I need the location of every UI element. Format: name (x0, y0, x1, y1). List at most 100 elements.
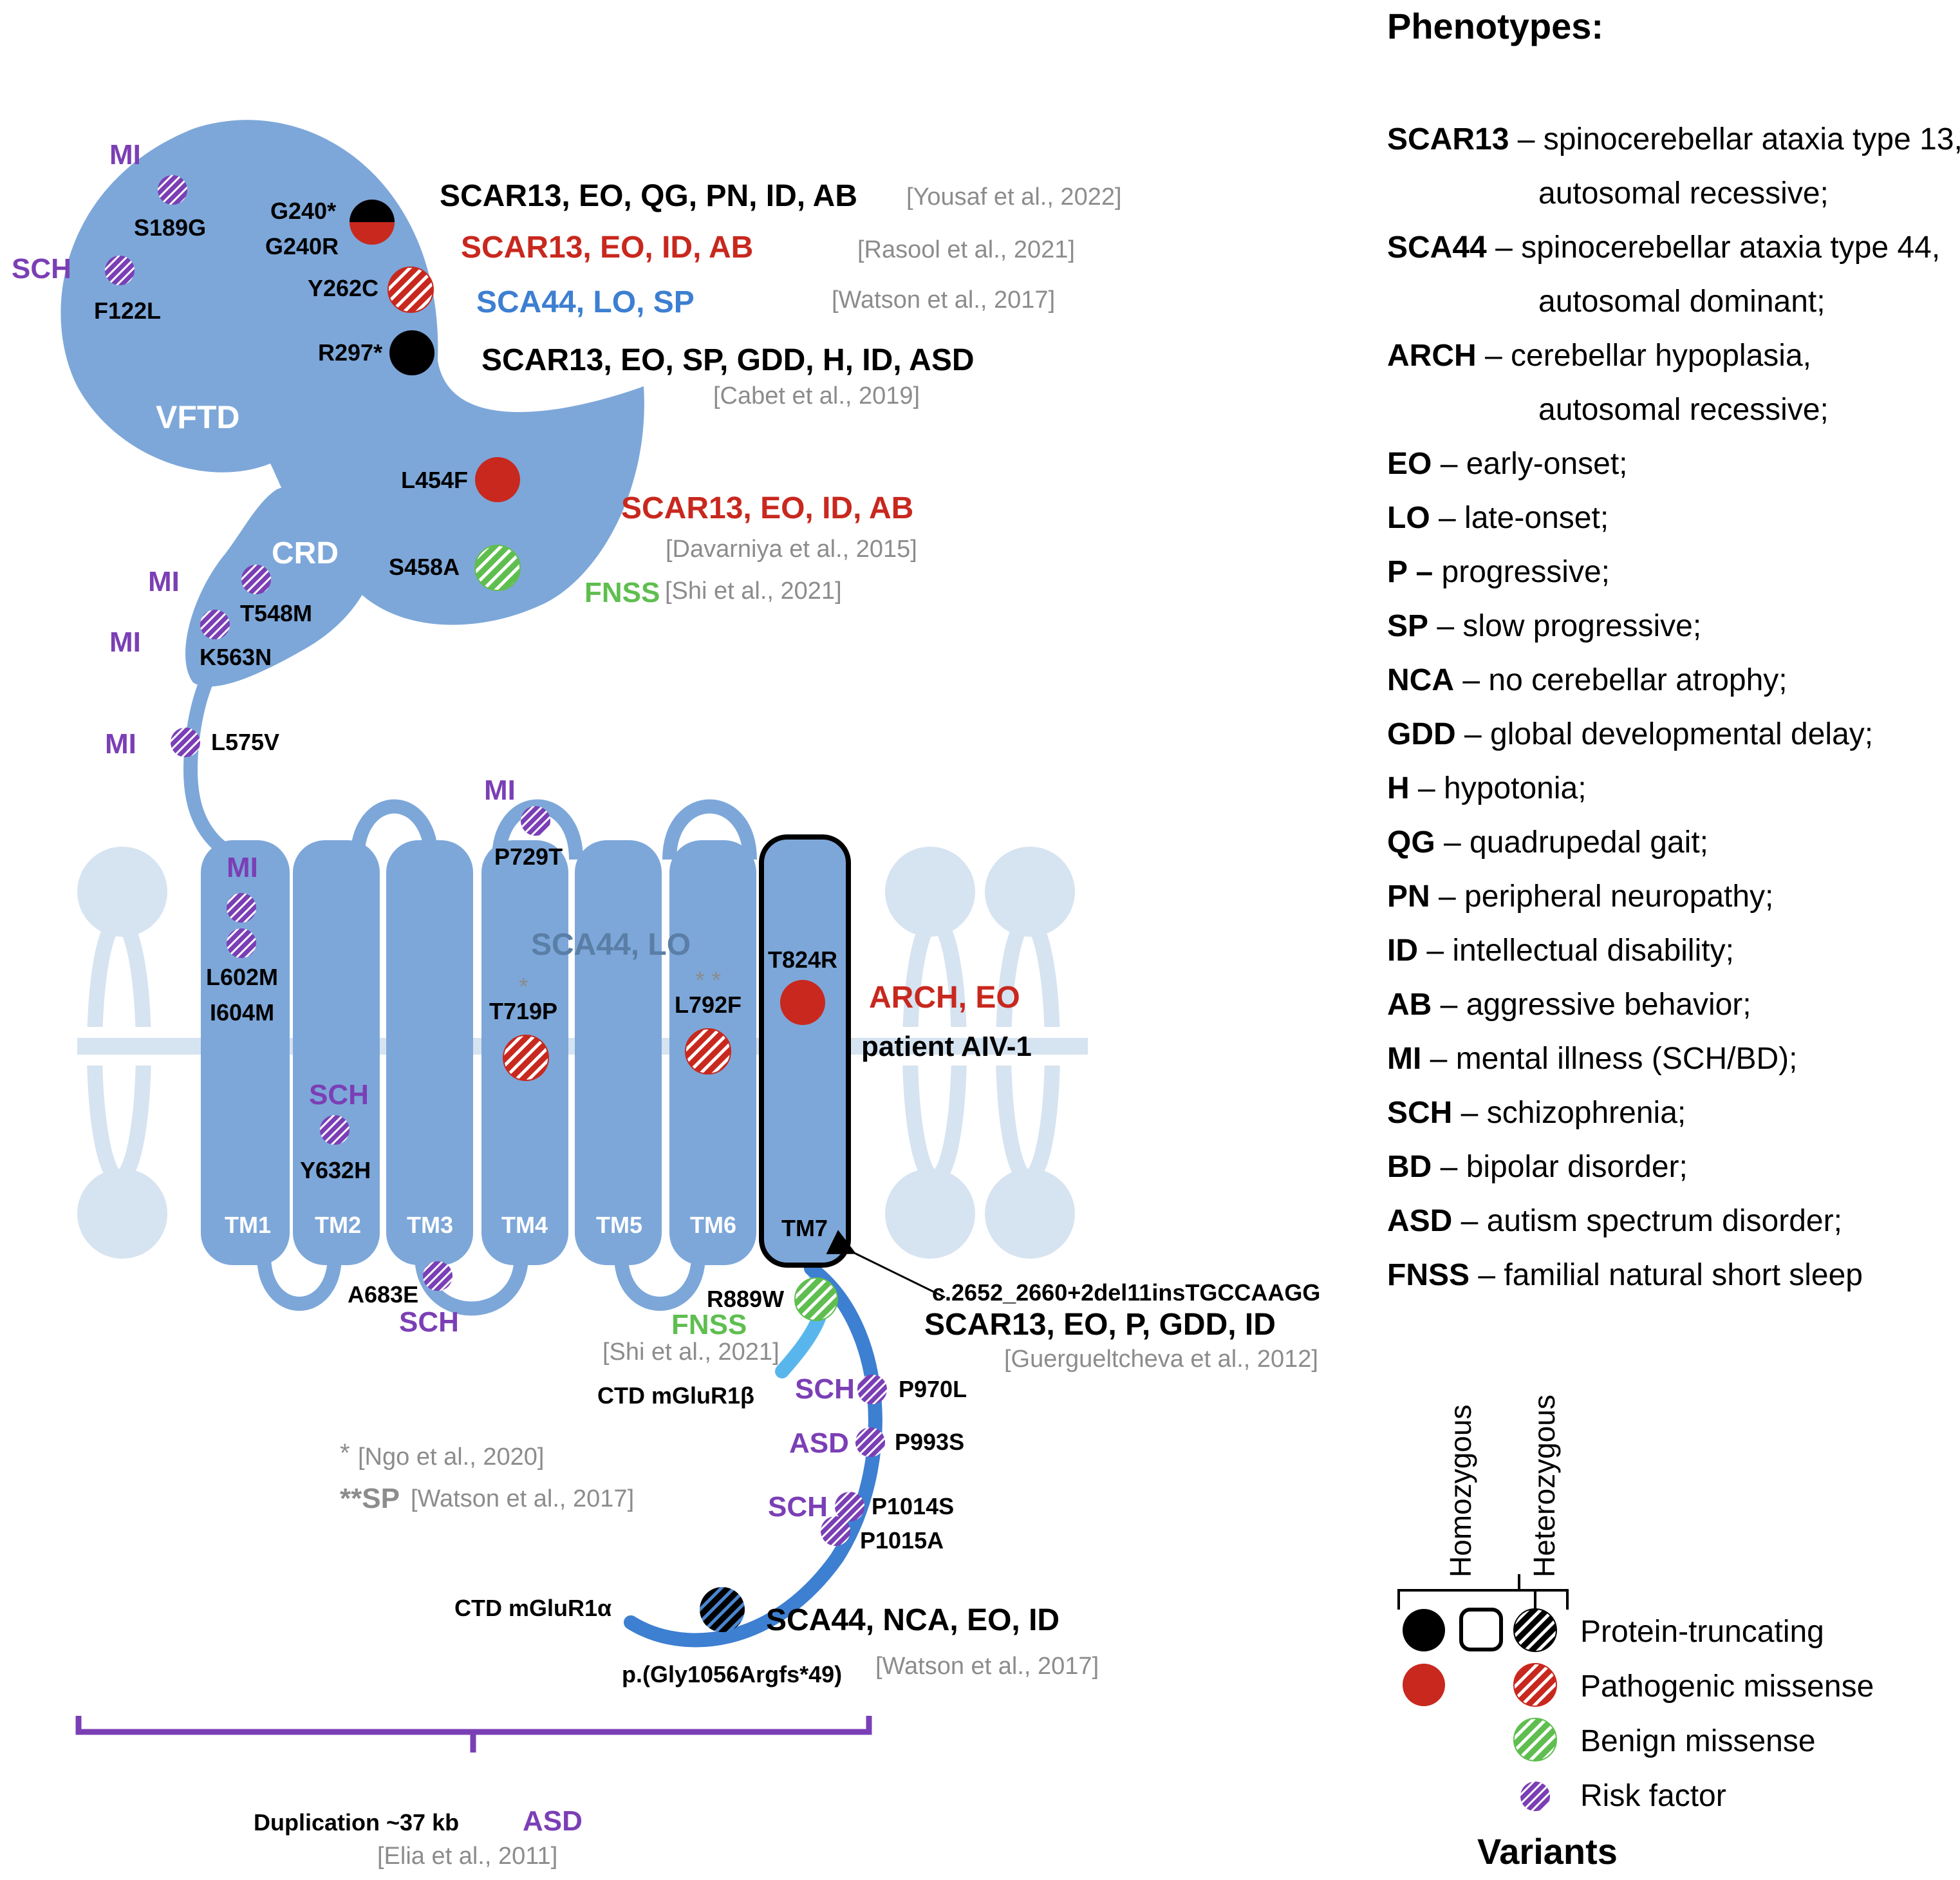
ref-ngo: [Ngo et al., 2020] (358, 1443, 544, 1471)
tag-asd-duplication: ASD (523, 1805, 583, 1837)
legend-abbr: FNSS (1387, 1258, 1470, 1292)
marker-s458a (474, 545, 521, 591)
label-s189g: S189G (134, 214, 206, 241)
label-p970l: P970L (899, 1376, 967, 1402)
legend-abbr: MI (1387, 1042, 1421, 1076)
label-l792f: L792F (675, 992, 742, 1018)
legend-desc: autosomal recessive; (1538, 176, 1829, 211)
legend-abbr: ARCH (1387, 339, 1477, 373)
ref-yousaf: [Yousaf et al., 2022] (906, 183, 1122, 211)
pheno-arch: ARCH, EO (869, 981, 1020, 1015)
tag-sch-a683e: SCH (399, 1306, 459, 1338)
marker-l792f (685, 1028, 731, 1075)
marker-l602m (227, 893, 256, 923)
key-homo-truncating-box-icon (1459, 1608, 1503, 1651)
tag-star-t719p: * (519, 973, 528, 1001)
tag-fnss-s458a: FNSS (584, 577, 660, 608)
variant-key: Homozygous Heterozygous Protein-truncati… (1397, 1395, 1874, 1872)
key-homo-pathogenic-icon (1403, 1664, 1445, 1706)
tm-helices (201, 834, 851, 1268)
marker-y262c (387, 267, 434, 313)
pheno-duplication: Duplication ~37 kb (254, 1809, 459, 1836)
key-risk-factor-icon (1520, 1781, 1550, 1811)
legend-abbr: SCAR13 (1387, 122, 1509, 156)
marker-r889w (794, 1277, 838, 1321)
splice-arrow (826, 1230, 946, 1299)
marker-frameshift (700, 1587, 745, 1632)
linker (183, 675, 245, 863)
tag-sch-p970l: SCH (795, 1373, 855, 1405)
marker-p970l (857, 1375, 887, 1404)
legend-abbr: SP (1387, 609, 1428, 643)
marker-s189g (158, 175, 187, 205)
key-homozygous: Homozygous (1444, 1405, 1477, 1577)
tm2-label: TM2 (315, 1212, 361, 1238)
marker-r297 (389, 330, 434, 375)
legend-row: MI – mental illness (SCH/BD); (1387, 1042, 1797, 1076)
marker-t824r (780, 980, 825, 1025)
label-i604m: I604M (210, 999, 274, 1026)
ctd-alpha-label: CTD mGluR1α (454, 1595, 611, 1621)
legend-abbr: P – (1387, 555, 1433, 589)
legend-row: PN – peripheral neuropathy; (1387, 879, 1773, 914)
label-l454f: L454F (401, 467, 468, 493)
key-heterozygous: Heterozygous (1527, 1395, 1561, 1577)
tag-sch-y632h: SCH (309, 1079, 369, 1111)
legend-row: LO – late-onset; (1387, 501, 1609, 535)
tag-mi-tm1: MI (227, 852, 258, 883)
footnote-sp-mark: **SP (340, 1483, 400, 1514)
legend-desc: – no cerebellar atrophy; (1454, 663, 1787, 697)
tm1-label: TM1 (225, 1212, 271, 1238)
legend-row: ASD – autism spectrum disorder; (1387, 1204, 1842, 1238)
legend-row: QG – quadrupedal gait; (1387, 825, 1708, 860)
label-t548m: T548M (240, 600, 312, 626)
legend-row: NCA – no cerebellar atrophy; (1387, 663, 1787, 697)
label-y632h: Y632H (300, 1157, 371, 1183)
legend-desc: – intellectual disability; (1418, 934, 1734, 968)
duplication-bracket (75, 1716, 872, 1753)
marker-k563n (200, 610, 230, 639)
pheno-sca44-nca: SCA44, NCA, EO, ID (766, 1603, 1059, 1637)
tm-labels: TM1 TM2 TM3 TM4 TM5 TM6 TM7 (225, 1212, 828, 1241)
ref-rasool: [Rasool et al., 2021] (857, 236, 1075, 263)
key-het-pathogenic-icon (1513, 1663, 1557, 1707)
legend-row: SCAR13 – spinocerebellar ataxia type 13, (1387, 122, 1960, 156)
marker-l454f (475, 457, 520, 502)
crd-label: CRD (272, 536, 339, 570)
tm4-label: TM4 (501, 1212, 548, 1238)
legend-abbr: ASD (1387, 1204, 1452, 1238)
key-het-truncating-icon (1513, 1608, 1557, 1652)
legend-row: FNSS – familial natural short sleep (1387, 1258, 1863, 1292)
pheno-davarniya: SCAR13, EO, ID, AB (621, 491, 913, 525)
legend-row: ID – intellectual disability; (1387, 934, 1734, 968)
label-p1014s: P1014S (872, 1493, 954, 1519)
tag-mi-k563n: MI (109, 626, 141, 658)
footnote-ngo-mark: * (340, 1439, 350, 1467)
legend-row: BD – bipolar disorder; (1387, 1150, 1688, 1184)
marker-t719p (503, 1035, 549, 1081)
ref-guergueltcheva: [Guergueltcheva et al., 2012] (1004, 1346, 1318, 1373)
tm7-label: TM7 (781, 1215, 828, 1241)
label-l602m: L602M (206, 964, 278, 990)
label-l575v: L575V (211, 729, 279, 755)
key-pathogenic-missense: Pathogenic missense (1580, 1669, 1874, 1704)
pheno-watson-sp: SCA44, LO, SP (476, 285, 695, 319)
legend-desc: autosomal recessive; (1538, 393, 1829, 427)
label-p729t: P729T (494, 843, 563, 870)
marker-y632h (320, 1115, 350, 1145)
tag-mi-p729t: MI (484, 775, 516, 806)
marker-p1014s (835, 1492, 864, 1521)
legend-desc: – global developmental delay; (1456, 717, 1873, 751)
marker-t548m (241, 565, 271, 594)
key-title: Variants (1477, 1831, 1618, 1872)
legend-desc: autosomal dominant; (1538, 285, 1825, 319)
legend-desc: – mental illness (SCH/BD); (1421, 1042, 1797, 1076)
label-r297: R297* (318, 339, 382, 366)
legend-desc: progressive; (1433, 555, 1610, 589)
legend-abbr: ID (1387, 934, 1418, 968)
marker-f122l (105, 256, 135, 285)
legend-desc: – schizophrenia; (1452, 1096, 1686, 1130)
label-p1015a: P1015A (860, 1527, 944, 1554)
pheno-yousaf: SCAR13, EO, QG, PN, ID, AB (440, 179, 857, 213)
